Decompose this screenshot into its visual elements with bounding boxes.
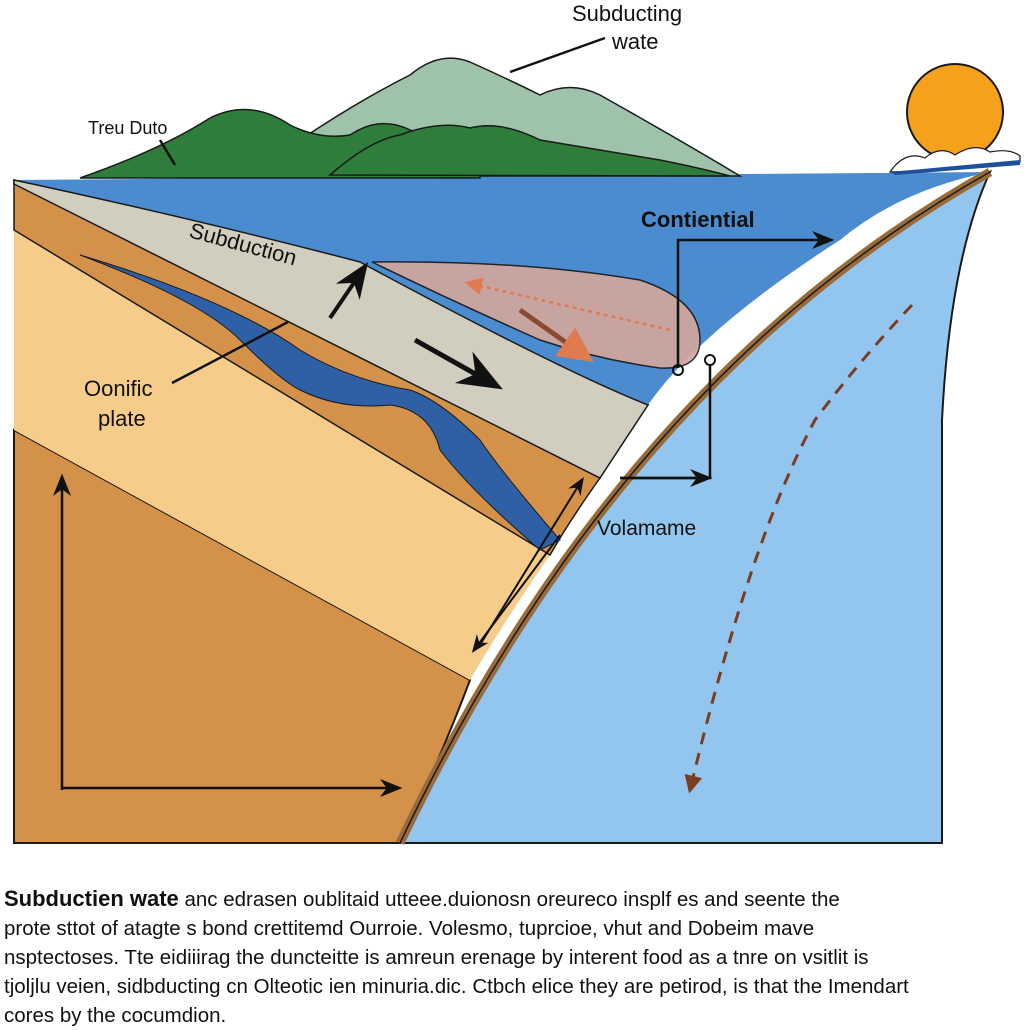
top-title-line1: Subducting	[572, 1, 682, 26]
left-mountain-label: Treu Duto	[88, 118, 167, 138]
subduction-diagram: Subducting wate Treu Duto Subduction Oon…	[13, 1, 1021, 845]
plate-label-line2: plate	[98, 406, 146, 431]
subducting-slab-water	[79, 254, 561, 551]
top-title-line2: wate	[611, 29, 658, 54]
arrow-icon	[413, 337, 503, 390]
mountain-green-right	[328, 124, 731, 177]
caption: Subductien wate anc edrasen oublitaid ut…	[4, 884, 1020, 1030]
plate-label-line1: Oonific	[84, 376, 152, 401]
caption-line-5: cores by the cocumdion.	[4, 1004, 227, 1027]
caption-line-1-text: anc edrasen oublitaid utteee.duionosn or…	[178, 888, 840, 911]
caption-line-3: nsptectoses. Tte eidiiirag the duncteitt…	[4, 946, 869, 969]
arrow-icon	[518, 307, 594, 363]
volcano-label: Volamame	[597, 517, 696, 540]
arrow-icon	[676, 231, 835, 368]
arrow-icon	[471, 534, 561, 653]
continental-label: Contiential	[641, 207, 755, 232]
arrow-icon	[328, 262, 369, 320]
magma-chamber	[371, 261, 701, 369]
dashed-arrow-icon	[464, 277, 671, 332]
caption-line-4: tjoljlu veien, sidbducting cn Olteotic i…	[4, 975, 909, 998]
caption-line-1: Subductien wate anc edrasen oublitaid ut…	[4, 884, 1020, 914]
layer-tan	[14, 230, 550, 680]
caption-bold: Subductien wate	[4, 886, 179, 911]
sun-icon	[906, 63, 1004, 161]
caption-line-2: prote sttot of atagte s bond crettitemd …	[4, 917, 815, 940]
